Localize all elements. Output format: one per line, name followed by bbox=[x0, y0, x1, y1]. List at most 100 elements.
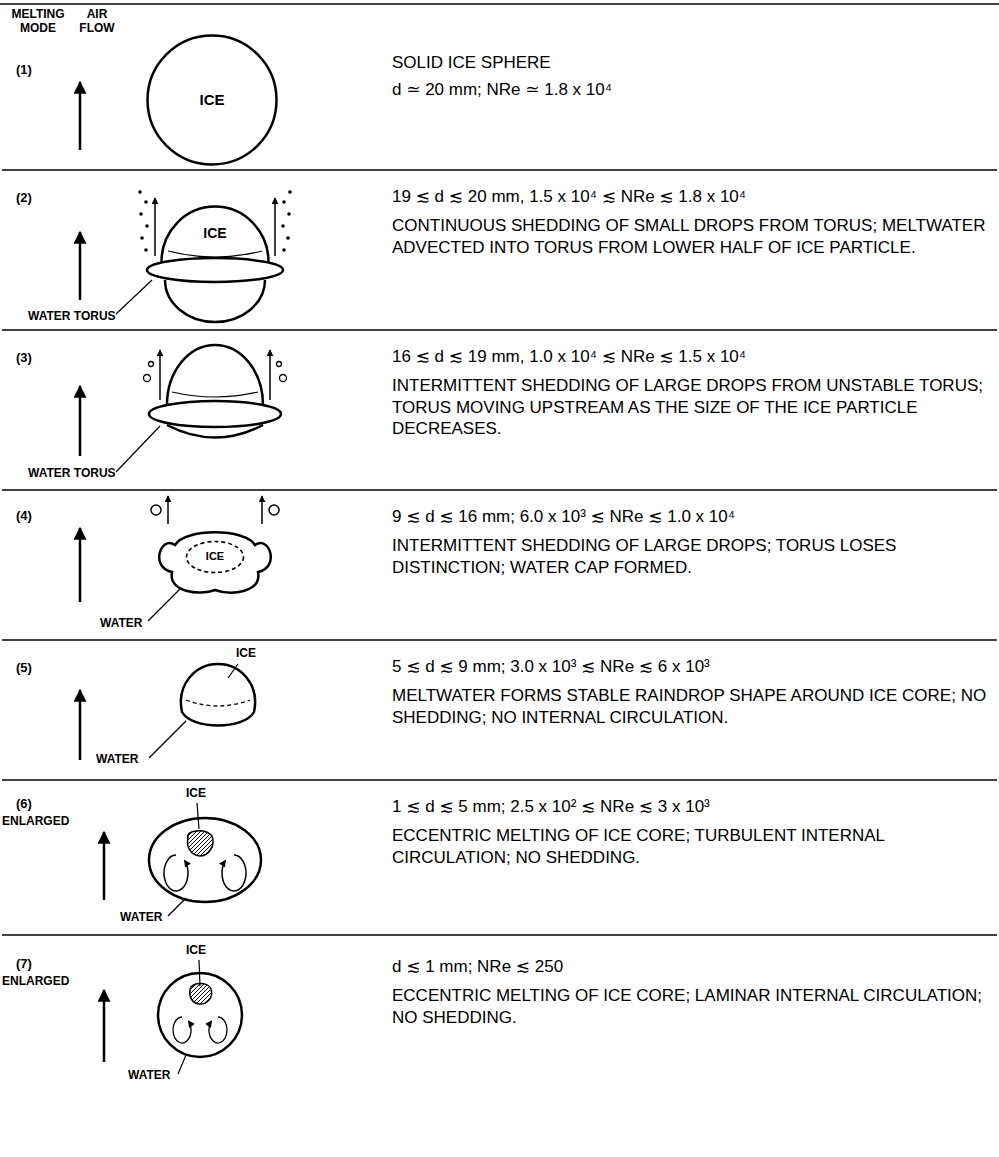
description-heading: SOLID ICE SPHERE bbox=[392, 52, 988, 73]
mode-number: (1) bbox=[16, 62, 32, 78]
circulation-loop bbox=[173, 1017, 191, 1043]
small-drop bbox=[286, 236, 290, 240]
circulation-loop bbox=[209, 1017, 227, 1043]
description-text: MELTWATER FORMS STABLE RAINDROP SHAPE AR… bbox=[392, 685, 988, 728]
circulation-loop bbox=[164, 855, 188, 891]
mode-number: (2) bbox=[16, 190, 32, 206]
shedding-arrow bbox=[159, 350, 161, 400]
size-range: 16 ≲ d ≲ 19 mm, 1.0 x 10⁴ ≲ NRe ≲ 1.5 x … bbox=[392, 346, 988, 367]
shedding-arrow bbox=[154, 198, 156, 256]
airflow-arrow bbox=[79, 82, 82, 150]
description-text: ECCENTRIC MELTING OF ICE CORE; TURBULENT… bbox=[392, 825, 988, 868]
small-drop bbox=[139, 212, 143, 216]
leader-line bbox=[168, 898, 186, 916]
ice-core bbox=[190, 983, 212, 1004]
mode-number: (4) bbox=[16, 508, 32, 524]
small-drop bbox=[144, 248, 148, 252]
part-label: WATER TORUS bbox=[28, 466, 116, 480]
leader-line bbox=[199, 960, 200, 986]
part-label: ICE bbox=[203, 225, 226, 242]
shedding-arrow bbox=[261, 496, 263, 524]
leader-line bbox=[148, 589, 180, 621]
small-drop bbox=[144, 200, 148, 204]
large-drop bbox=[277, 362, 282, 367]
water-cap bbox=[159, 532, 271, 592]
ice-core: ICE bbox=[185, 540, 245, 574]
large-drop bbox=[149, 362, 154, 367]
mode-number: (7) bbox=[16, 956, 32, 972]
part-label: WATER TORUS bbox=[28, 309, 116, 323]
ice-lower-part bbox=[167, 425, 263, 438]
size-range: 19 ≲ d ≲ 20 mm, 1.5 x 10⁴ ≲ NRe ≲ 1.8 x … bbox=[392, 186, 988, 207]
enlarged-note: ENLARGED bbox=[2, 974, 69, 988]
raindrop-shape bbox=[181, 664, 255, 726]
leader-line bbox=[116, 426, 160, 472]
description-text: ECCENTRIC MELTING OF ICE CORE; LAMINAR I… bbox=[392, 985, 988, 1028]
part-label: ICE bbox=[186, 786, 206, 800]
size-range: 9 ≲ d ≲ 16 mm; 6.0 x 10³ ≲ NRe ≲ 1.0 x 1… bbox=[392, 506, 988, 527]
ice-surface-line bbox=[172, 392, 258, 397]
row-rule bbox=[2, 169, 997, 171]
shedding-arrow bbox=[167, 496, 169, 524]
part-label: ICE bbox=[206, 550, 224, 563]
part-label: WATER bbox=[96, 752, 138, 766]
part-label: WATER bbox=[100, 616, 142, 630]
ice-core-outline bbox=[187, 542, 244, 573]
ice-particle: ICE bbox=[160, 205, 270, 262]
part-label: ICE bbox=[186, 943, 206, 957]
small-drop bbox=[282, 248, 286, 252]
small-drop bbox=[282, 200, 286, 204]
row-rule bbox=[2, 934, 997, 936]
airflow-arrow bbox=[79, 386, 82, 456]
row-rule bbox=[2, 489, 997, 491]
ice-core bbox=[188, 831, 214, 856]
size-range: d ≲ 1 mm; NRe ≲ 250 bbox=[392, 956, 988, 977]
circulation-loop bbox=[222, 855, 246, 891]
airflow-arrow bbox=[79, 690, 82, 760]
mode-number: (6) bbox=[16, 796, 32, 812]
size-range: d ≃ 20 mm; NRe ≃ 1.8 x 10⁴ bbox=[392, 79, 988, 100]
description-text: CONTINUOUS SHEDDING OF SMALL DROPS FROM … bbox=[392, 215, 988, 258]
airflow-arrow bbox=[79, 232, 82, 300]
column-heading: AIR FLOW bbox=[74, 8, 120, 36]
ice-lower-half bbox=[165, 280, 265, 322]
part-label: WATER bbox=[120, 910, 162, 924]
description-text: INTERMITTENT SHEDDING OF LARGE DROPS; TO… bbox=[392, 535, 988, 578]
small-drop bbox=[281, 224, 285, 228]
column-heading: MELTING MODE bbox=[2, 8, 74, 36]
ice-sphere-outline bbox=[148, 36, 277, 165]
water-drop bbox=[149, 818, 261, 902]
large-drop bbox=[144, 375, 151, 382]
leader-line bbox=[149, 721, 186, 758]
row-rule bbox=[2, 639, 997, 641]
small-drop bbox=[140, 236, 144, 240]
ice-core-boundary bbox=[186, 700, 250, 706]
small-drop bbox=[287, 212, 291, 216]
leader-line bbox=[197, 803, 199, 829]
ice-particle bbox=[167, 345, 263, 405]
part-label: ICE bbox=[236, 646, 256, 660]
part-label: ICE bbox=[199, 91, 224, 109]
water-torus bbox=[149, 401, 281, 427]
row-rule bbox=[2, 329, 997, 331]
description-text: INTERMITTENT SHEDDING OF LARGE DROPS FRO… bbox=[392, 375, 988, 439]
large-drop bbox=[151, 505, 161, 515]
airflow-arrow bbox=[103, 990, 106, 1062]
mode-number: (3) bbox=[16, 350, 32, 366]
size-range: 5 ≲ d ≲ 9 mm; 3.0 x 10³ ≲ NRe ≲ 6 x 10³ bbox=[392, 656, 988, 677]
ice-sphere: ICE bbox=[146, 34, 278, 166]
enlarged-note: ENLARGED bbox=[2, 814, 69, 828]
shedding-arrow bbox=[269, 350, 271, 400]
part-label: WATER bbox=[128, 1068, 170, 1082]
small-drop bbox=[288, 190, 292, 194]
water-torus bbox=[147, 258, 283, 282]
leader-line bbox=[116, 280, 152, 314]
airflow-arrow bbox=[79, 528, 82, 602]
leader-line bbox=[228, 664, 238, 678]
leader-line bbox=[178, 1055, 186, 1074]
small-drop bbox=[138, 190, 142, 194]
size-range: 1 ≲ d ≲ 5 mm; 2.5 x 10² ≲ NRe ≲ 3 x 10³ bbox=[392, 796, 988, 817]
airflow-arrow bbox=[103, 832, 106, 900]
row-rule bbox=[0, 3, 999, 5]
